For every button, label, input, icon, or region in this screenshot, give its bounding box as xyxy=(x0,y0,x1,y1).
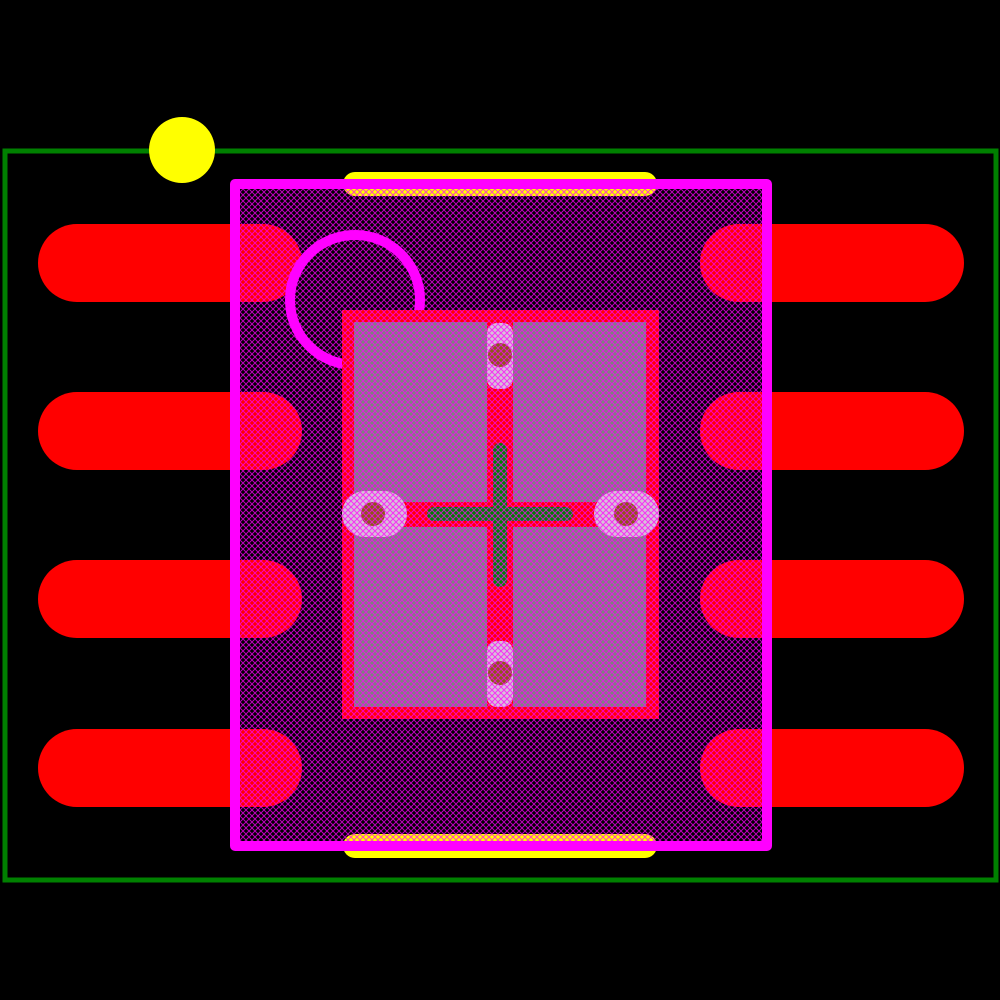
body-hatch xyxy=(240,189,762,841)
pin1-marker-dot xyxy=(149,117,215,183)
courtyard-outline xyxy=(2,148,999,883)
body-silkscreen-outline xyxy=(230,179,772,851)
